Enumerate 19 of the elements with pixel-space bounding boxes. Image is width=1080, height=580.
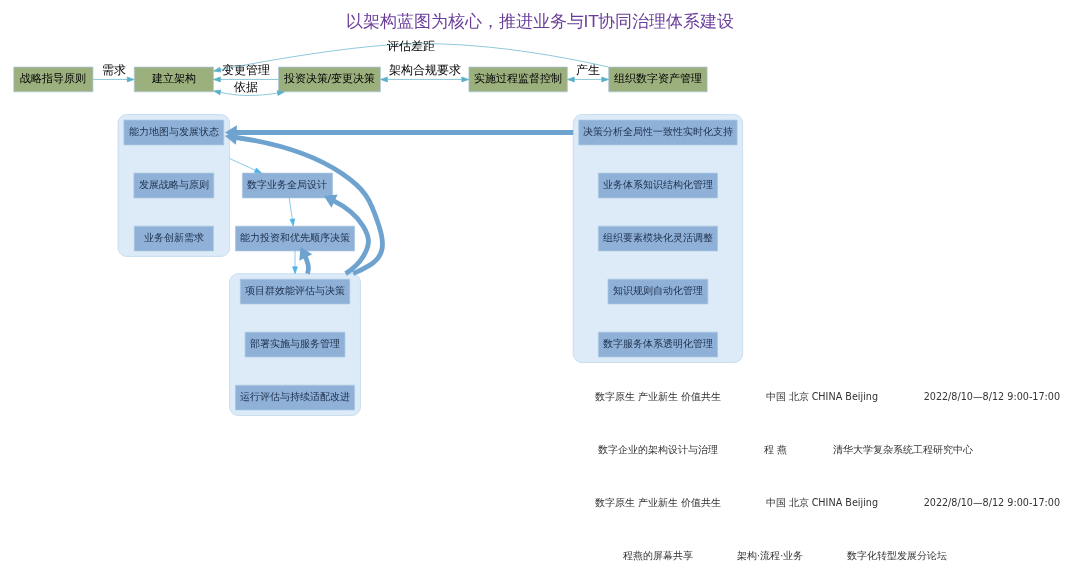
edge-label: 架构合规要求 (388, 62, 461, 77)
label: 中国 北京 CHINA Beijing (765, 497, 879, 509)
edge-label: 依据 (233, 79, 258, 94)
label: 数字化转型发展分论坛 (846, 550, 947, 562)
edge-label: 需求 (101, 62, 126, 77)
edge-label: 变更管理 (221, 62, 270, 77)
edge-label: 评估差距 (386, 38, 435, 53)
label: 数字原生 产业新生 价值共生 (594, 497, 721, 509)
label: 2022/8/10—8/12 9:00-17:00 (923, 391, 1061, 403)
label: 程 燕 (764, 444, 788, 456)
label: 清华大学复杂系统工程研究中心 (833, 444, 974, 456)
label: 2022/8/10—8/12 9:00-17:00 (923, 497, 1061, 509)
label: 架构·流程·业务 (737, 550, 804, 562)
label: 数字原生 产业新生 价值共生 (594, 391, 721, 403)
label: 中国 北京 CHINA Beijing (765, 391, 879, 403)
diagram-title: 以架构蓝图为核心，推进业务与IT协同治理体系建设 (345, 11, 735, 31)
label: 数字企业的架构设计与治理 (597, 444, 718, 456)
edge-label: 产生 (576, 62, 601, 77)
label: 程燕的屏幕共享 (622, 550, 693, 562)
